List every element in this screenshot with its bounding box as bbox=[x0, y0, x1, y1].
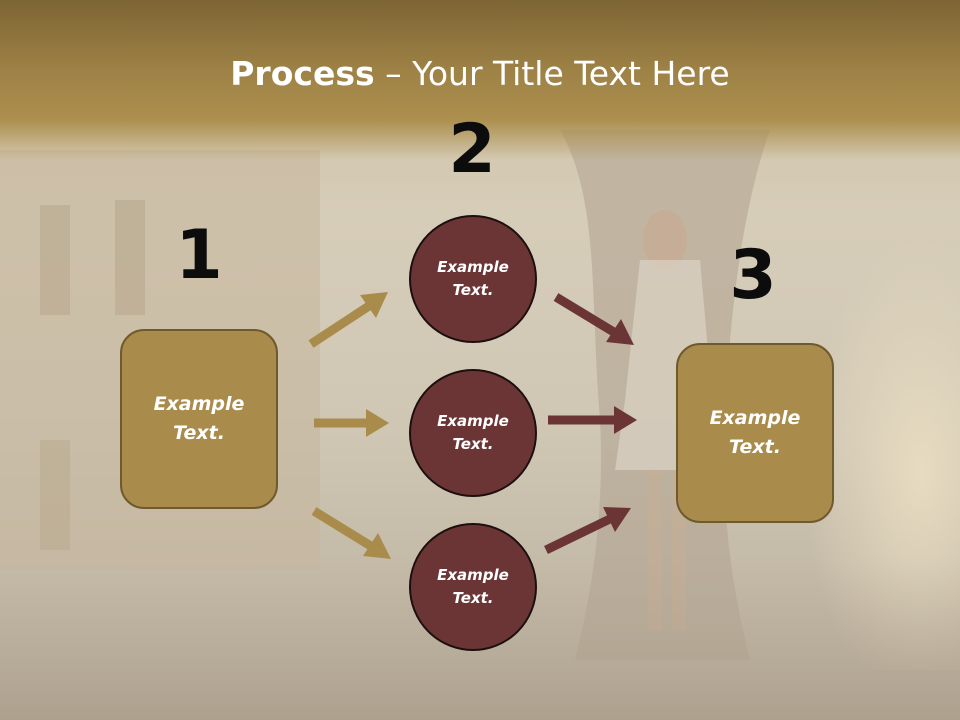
page-title: Process – Your Title Text Here bbox=[0, 52, 960, 96]
circle-middle[interactable]: Example Text. bbox=[409, 369, 537, 497]
title-band bbox=[0, 0, 960, 160]
step-number-1: 1 bbox=[175, 216, 223, 295]
step-number-2: 2 bbox=[448, 110, 496, 189]
arrow-bottom-to-right bbox=[544, 507, 631, 555]
circle-top[interactable]: Example Text. bbox=[409, 215, 537, 343]
circle-bottom-text: Example Text. bbox=[437, 566, 509, 607]
arrow-middle-to-right bbox=[548, 406, 637, 434]
arrow-left-to-top bbox=[308, 292, 388, 348]
arrow-left-to-bottom bbox=[311, 507, 391, 559]
arrow-top-to-right bbox=[553, 293, 634, 345]
title-rest: – Your Title Text Here bbox=[374, 54, 730, 93]
title-strong: Process bbox=[230, 54, 375, 93]
right-box-text: Example Text. bbox=[709, 407, 801, 458]
circle-top-text: Example Text. bbox=[437, 258, 509, 299]
left-box-text: Example Text. bbox=[153, 393, 245, 444]
right-box[interactable]: Example Text. bbox=[676, 343, 834, 523]
circle-bottom[interactable]: Example Text. bbox=[409, 523, 537, 651]
arrow-left-to-middle bbox=[314, 409, 389, 437]
step-number-3: 3 bbox=[729, 236, 777, 315]
circle-middle-text: Example Text. bbox=[437, 412, 509, 453]
left-box[interactable]: Example Text. bbox=[120, 329, 278, 509]
